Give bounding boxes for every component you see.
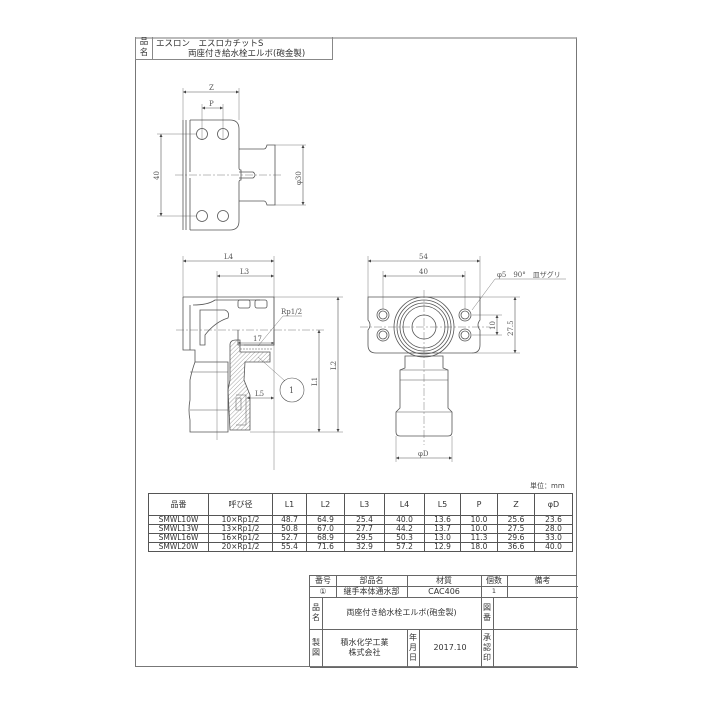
drawing-no — [493, 597, 578, 629]
dim-phi-d: φD — [418, 450, 429, 458]
title-block: 番号 部品名 材質 個数 備考 ① 継手本体通水部 CAC406 1 品名 両座… — [309, 575, 578, 668]
cell: 20×Rp1/2 — [208, 542, 273, 552]
dim-l4: L4 — [224, 253, 234, 261]
cell: 40.0 — [534, 542, 573, 552]
dim-l3: L3 — [240, 268, 249, 276]
cell: 55.4 — [272, 542, 307, 552]
approval-label: 承認印 — [483, 633, 491, 662]
header-part-name: 部品名 — [359, 576, 384, 585]
header-material: 材質 — [436, 576, 452, 585]
cell: 32.9 — [344, 542, 385, 552]
col-header: L2 — [306, 493, 345, 516]
dim-l5: L5 — [255, 390, 264, 398]
front-view — [176, 256, 343, 470]
drafter-label: 製図 — [312, 638, 320, 657]
dim-17: 17 — [253, 335, 262, 343]
dim-p: P — [209, 100, 214, 108]
col-header: L5 — [424, 493, 461, 516]
series-name: エスロン エスロカチットS — [156, 39, 264, 49]
drawing-no-label: 図番 — [483, 603, 491, 622]
dim-27-5: 27.5 — [507, 320, 515, 336]
dim-thread: Rp1/2 — [281, 308, 302, 316]
dim-phi30: φ30 — [295, 171, 303, 185]
table-row: SMWL13W 13×Rp1/2 50.8 67.0 27.7 44.2 13.… — [148, 524, 573, 534]
dim-l2: L2 — [330, 361, 338, 370]
company-line1: 積水化学工業 — [340, 638, 389, 647]
part-material: CAC406 — [428, 587, 460, 596]
side-view — [360, 256, 566, 462]
dim-40-side: 40 — [419, 268, 428, 276]
company-line2: 株式会社 — [348, 648, 381, 657]
approval-stamp — [493, 629, 578, 667]
cell: 12.9 — [424, 542, 461, 552]
product-name: 両座付き給水栓エルボ(砲金製) — [188, 49, 306, 59]
title-box-label: 品名 — [136, 37, 153, 59]
table-header-row: 品番 呼び径 L1 L2 L3 L4 L5 P Z φD — [148, 493, 573, 516]
col-header: 呼び径 — [208, 493, 273, 516]
balloon-number: 1 — [289, 386, 294, 395]
part-remarks — [507, 586, 578, 597]
dim-l1: L1 — [311, 377, 319, 386]
part-name: 継手本体通水部 — [343, 587, 400, 596]
dim-40-top: 40 — [153, 171, 161, 180]
date-value: 2017.10 — [433, 643, 467, 652]
col-header: 品番 — [148, 493, 209, 516]
dim-10: 10 — [489, 321, 497, 330]
header-qty: 個数 — [486, 576, 502, 585]
product-label: 品名 — [312, 603, 320, 622]
part-no: ① — [319, 587, 327, 596]
drawing-frame — [135, 37, 577, 667]
part-balloon — [279, 377, 305, 403]
col-header: L1 — [272, 493, 307, 516]
cell: 18.0 — [460, 542, 498, 552]
hole-note: φ5 90° 皿ザグリ — [497, 270, 561, 279]
header-remarks: 備考 — [534, 576, 551, 585]
date-label: 年月日 — [409, 633, 417, 662]
col-header: L3 — [344, 493, 385, 516]
header-no: 番号 — [315, 576, 331, 585]
dim-z: Z — [209, 84, 214, 92]
col-header: P — [460, 493, 498, 516]
product-name-cell: 両座付き給水栓エルボ(砲金製) — [346, 608, 457, 617]
cell: 71.6 — [306, 542, 345, 552]
top-view — [157, 88, 306, 231]
unit-label: 単位：mm — [530, 482, 565, 490]
cell: SMWL20W — [148, 542, 209, 552]
title-box: 品名 エスロン エスロカチットS 両座付き給水栓エルボ(砲金製) — [135, 37, 333, 60]
cell: 36.6 — [497, 542, 535, 552]
table-row: SMWL20W 20×Rp1/2 55.4 71.6 32.9 57.2 12.… — [148, 542, 573, 552]
part-qty: 1 — [491, 587, 497, 595]
col-header: φD — [534, 493, 573, 516]
cell: 57.2 — [384, 542, 425, 552]
spec-table: 品番 呼び径 L1 L2 L3 L4 L5 P Z φD SMWL10W 10×… — [148, 493, 573, 552]
col-header: L4 — [384, 493, 425, 516]
col-header: Z — [497, 493, 535, 516]
dim-54: 54 — [419, 253, 428, 261]
